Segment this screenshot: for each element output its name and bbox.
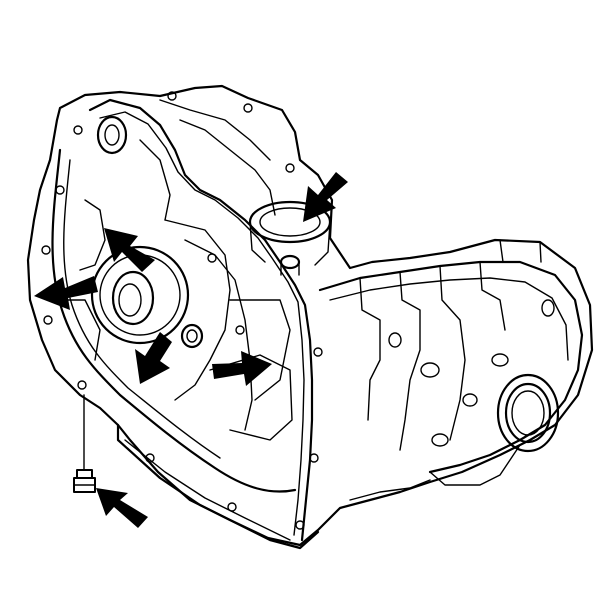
bell-housing-flange bbox=[51, 148, 297, 493]
callout-arrows bbox=[34, 172, 348, 528]
transaxle-case-icon bbox=[26, 84, 594, 550]
case-bottom-rail bbox=[116, 423, 320, 550]
arrow-right bbox=[212, 351, 272, 386]
extension-housing bbox=[318, 260, 584, 474]
arrow-left bbox=[34, 276, 98, 310]
input-shaft-bore bbox=[90, 245, 190, 345]
case-outer-outline bbox=[26, 84, 594, 547]
arrow-lower-left bbox=[135, 332, 172, 384]
arrow-plug bbox=[96, 488, 148, 528]
flange-bolt-holes bbox=[41, 91, 323, 530]
output-seal-bore bbox=[496, 373, 560, 453]
arrow-upper-left bbox=[104, 228, 155, 272]
drain-plug-icon bbox=[73, 394, 96, 493]
arrow-top-bore bbox=[303, 172, 348, 222]
